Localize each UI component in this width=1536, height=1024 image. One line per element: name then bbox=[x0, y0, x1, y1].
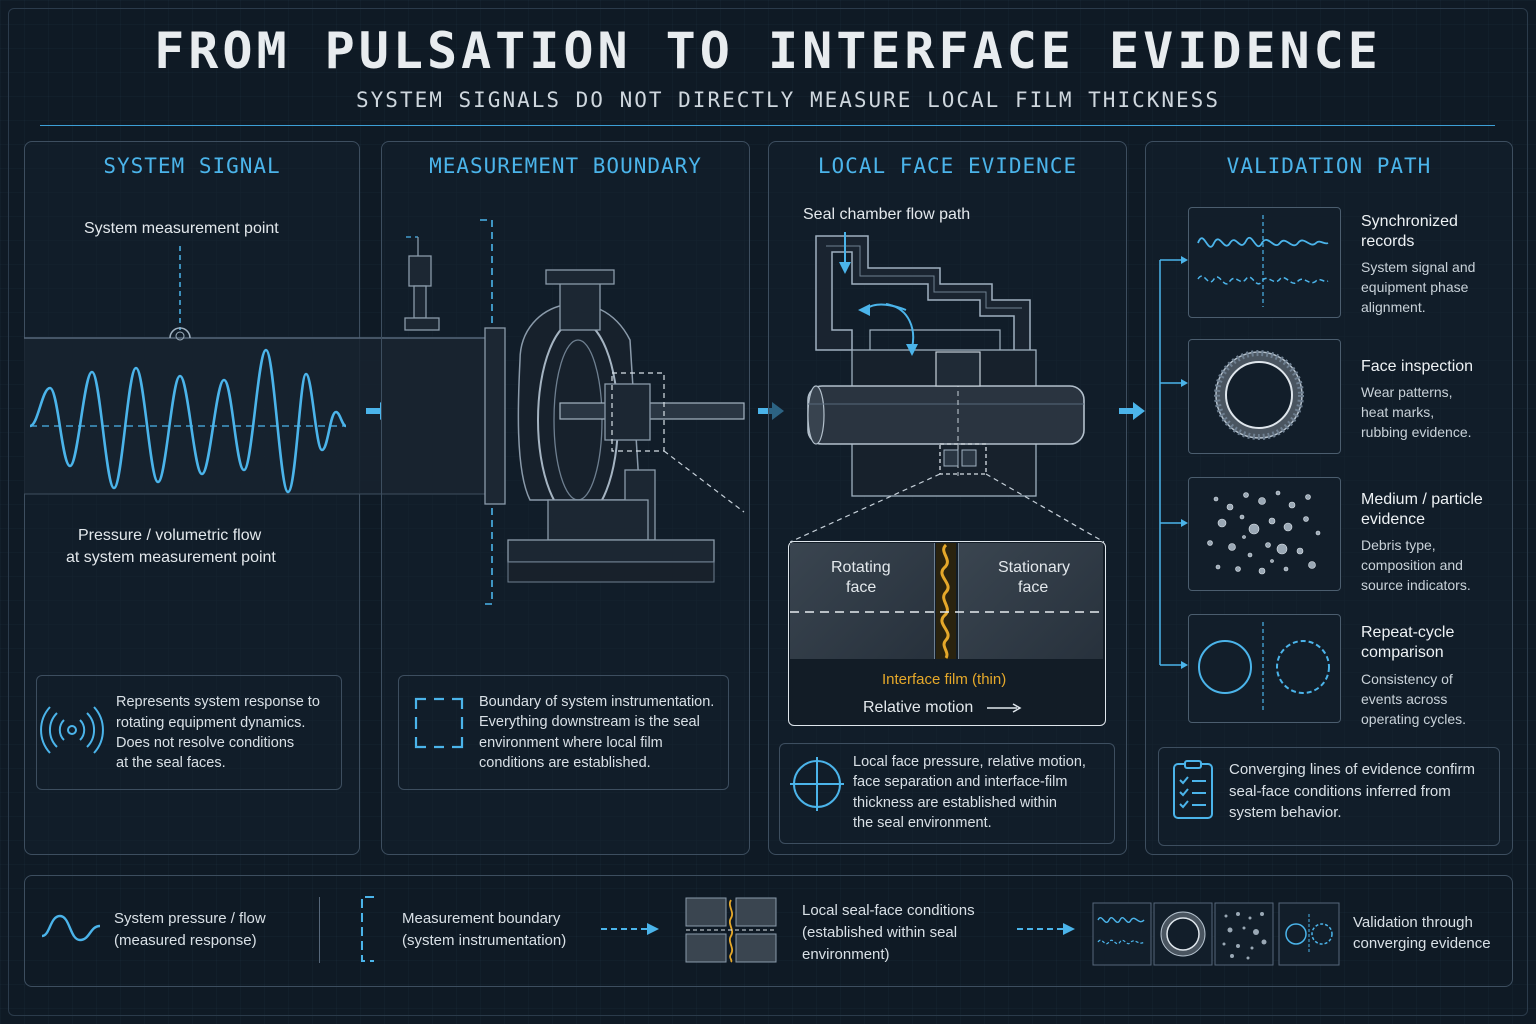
system-signal-note-line2: rotating equipment dynamics. bbox=[116, 715, 306, 731]
flow-label-line1: Pressure / volumetric flow bbox=[78, 527, 262, 544]
validation-item-1-desc-line3: alignment. bbox=[1361, 299, 1426, 315]
validation-connector bbox=[1159, 256, 1188, 669]
pressure-waveform bbox=[29, 348, 347, 494]
validation-item-3-desc-line1: Debris type, bbox=[1361, 537, 1436, 553]
legend-item-2-line1: Measurement boundary bbox=[402, 910, 561, 927]
system-signal-note-line1: Represents system response to bbox=[116, 694, 320, 710]
repeat-cycle-box bbox=[1188, 614, 1341, 723]
validation-item-3-desc-line3: source indicators. bbox=[1361, 577, 1471, 593]
page-subtitle: SYSTEM SIGNALS DO NOT DIRECTLY MEASURE L… bbox=[356, 88, 1220, 112]
panel-title: LOCAL FACE EVIDENCE bbox=[817, 154, 1078, 178]
validation-note-line1: Converging lines of evidence confirm bbox=[1229, 761, 1475, 778]
validation-item-2-title-line1: Face inspection bbox=[1361, 358, 1474, 375]
panel-title: VALIDATION PATH bbox=[1226, 154, 1432, 178]
legend-bar bbox=[24, 875, 1513, 987]
wave-icon bbox=[41, 914, 101, 942]
synchronized-records-box bbox=[1188, 207, 1341, 318]
validation-item-1-title-line2: records bbox=[1361, 233, 1415, 250]
system-signal-note-line3: Does not resolve conditions bbox=[116, 735, 295, 751]
relative-motion-label: Relative motion bbox=[863, 699, 974, 716]
interface-film-graphic bbox=[790, 543, 1102, 659]
dashed-arrow-icon bbox=[601, 923, 659, 935]
validation-item-2-desc-line3: rubbing evidence. bbox=[1361, 424, 1472, 440]
validation-note-line2: seal-face conditions inferred from bbox=[1229, 783, 1451, 800]
checklist-icon bbox=[1173, 760, 1213, 819]
local-face-note-line1: Local face pressure, relative motion, bbox=[853, 754, 1086, 770]
legend-item-1-line2: (measured response) bbox=[114, 932, 257, 949]
legend-item-2-line2: (system instrumentation) bbox=[402, 932, 567, 949]
system-signal-graphic bbox=[24, 246, 384, 495]
system-signal-panel: SYSTEM SIGNAL bbox=[24, 141, 360, 855]
stationary-face-label-line2: face bbox=[1018, 579, 1049, 596]
local-face-note-line4: the seal environment. bbox=[853, 815, 992, 831]
panel-title: SYSTEM SIGNAL bbox=[103, 154, 281, 178]
measurement-boundary-note-line1: Boundary of system instrumentation. bbox=[479, 694, 715, 710]
motion-arrow-icon bbox=[987, 703, 1022, 713]
validation-item-3-desc-line2: composition and bbox=[1361, 557, 1463, 573]
page-title: FROM PULSATION TO INTERFACE EVIDENCE bbox=[154, 22, 1382, 80]
validation-item-1-title-line1: Synchronized bbox=[1361, 213, 1458, 230]
legend-item-3-line1: Local seal-face conditions bbox=[802, 902, 975, 919]
validation-item-4-desc-line3: operating cycles. bbox=[1361, 711, 1467, 727]
synchronized-waves-icon bbox=[1197, 215, 1329, 307]
pipe-graphic bbox=[24, 246, 384, 495]
validation-item-4-title-line2: comparison bbox=[1361, 644, 1444, 661]
legend-item-4-line1: Validation through bbox=[1353, 914, 1473, 931]
measurement-boundary-note-line2: Everything downstream is the seal bbox=[479, 714, 700, 730]
repeat-cycle-icon bbox=[1198, 622, 1330, 713]
validation-note-line3: system behavior. bbox=[1229, 804, 1342, 821]
face-ring-icon bbox=[1214, 350, 1304, 440]
stationary-face-label-line1: Stationary bbox=[998, 559, 1071, 576]
measurement-boundary-note bbox=[398, 675, 729, 790]
panel-title: MEASUREMENT BOUNDARY bbox=[429, 154, 702, 178]
flow-label-line2: at system measurement point bbox=[66, 549, 276, 566]
local-face-note-line3: thickness are established within bbox=[853, 795, 1057, 811]
system-signal-note bbox=[36, 675, 342, 790]
legend-item-4-line2: converging evidence bbox=[1353, 935, 1491, 952]
validation-item-3-title-line1: Medium / particle bbox=[1361, 491, 1483, 508]
validation-thumbnails-icon bbox=[1092, 902, 1340, 966]
validation-item-3-title-line2: evidence bbox=[1361, 511, 1426, 528]
interface-film-label: Interface film (thin) bbox=[882, 671, 1007, 688]
arrow-right-icon bbox=[1119, 402, 1145, 420]
page-frame bbox=[8, 8, 1528, 1016]
boundary-bracket-icon bbox=[414, 697, 464, 749]
measurement-boundary-note-line4: conditions are established. bbox=[479, 755, 651, 771]
pump-graphic bbox=[382, 219, 745, 605]
validation-item-4-desc-line1: Consistency of bbox=[1361, 671, 1453, 687]
rotating-face-label-line1: Rotating bbox=[831, 559, 891, 576]
dashed-arrow-icon bbox=[1017, 923, 1075, 935]
legend-item-3-line3: environment) bbox=[802, 946, 890, 963]
flow-path-label: Seal chamber flow path bbox=[803, 206, 971, 223]
legend-item-1-line1: System pressure / flow bbox=[114, 910, 266, 927]
system-signal-note-line4: at the seal faces. bbox=[116, 755, 226, 771]
validation-item-4-title-line1: Repeat-cycle bbox=[1361, 624, 1455, 641]
validation-item-2-desc-line2: heat marks, bbox=[1361, 404, 1435, 420]
legend-divider bbox=[319, 897, 320, 963]
measurement-point-label: System measurement point bbox=[84, 220, 279, 237]
signal-waves-icon bbox=[40, 706, 104, 754]
crosshair-target-icon bbox=[790, 757, 844, 811]
validation-item-4-desc-line2: events across bbox=[1361, 691, 1448, 707]
rotating-face-block bbox=[790, 543, 935, 659]
boundary-bracket-icon bbox=[361, 896, 374, 962]
stationary-face-block bbox=[958, 543, 1103, 659]
validation-note bbox=[1158, 747, 1500, 846]
validation-item-1-desc-line2: equipment phase bbox=[1361, 279, 1469, 295]
title-rule bbox=[40, 125, 1495, 126]
seal-chamber-graphic bbox=[789, 232, 1105, 543]
rotating-face-label-line2: face bbox=[846, 579, 877, 596]
measurement-boundary-note-line3: environment where local film bbox=[479, 735, 663, 751]
legend-item-3-line2: (established within seal bbox=[802, 924, 958, 941]
validation-item-2-desc-line1: Wear patterns, bbox=[1361, 384, 1453, 400]
validation-item-1-desc-line1: System signal and bbox=[1361, 259, 1476, 275]
particles-icon bbox=[1207, 490, 1321, 575]
local-face-note bbox=[779, 743, 1115, 844]
local-face-note-line2: face separation and interface-film bbox=[853, 774, 1068, 790]
seal-faces-icon bbox=[685, 897, 777, 963]
